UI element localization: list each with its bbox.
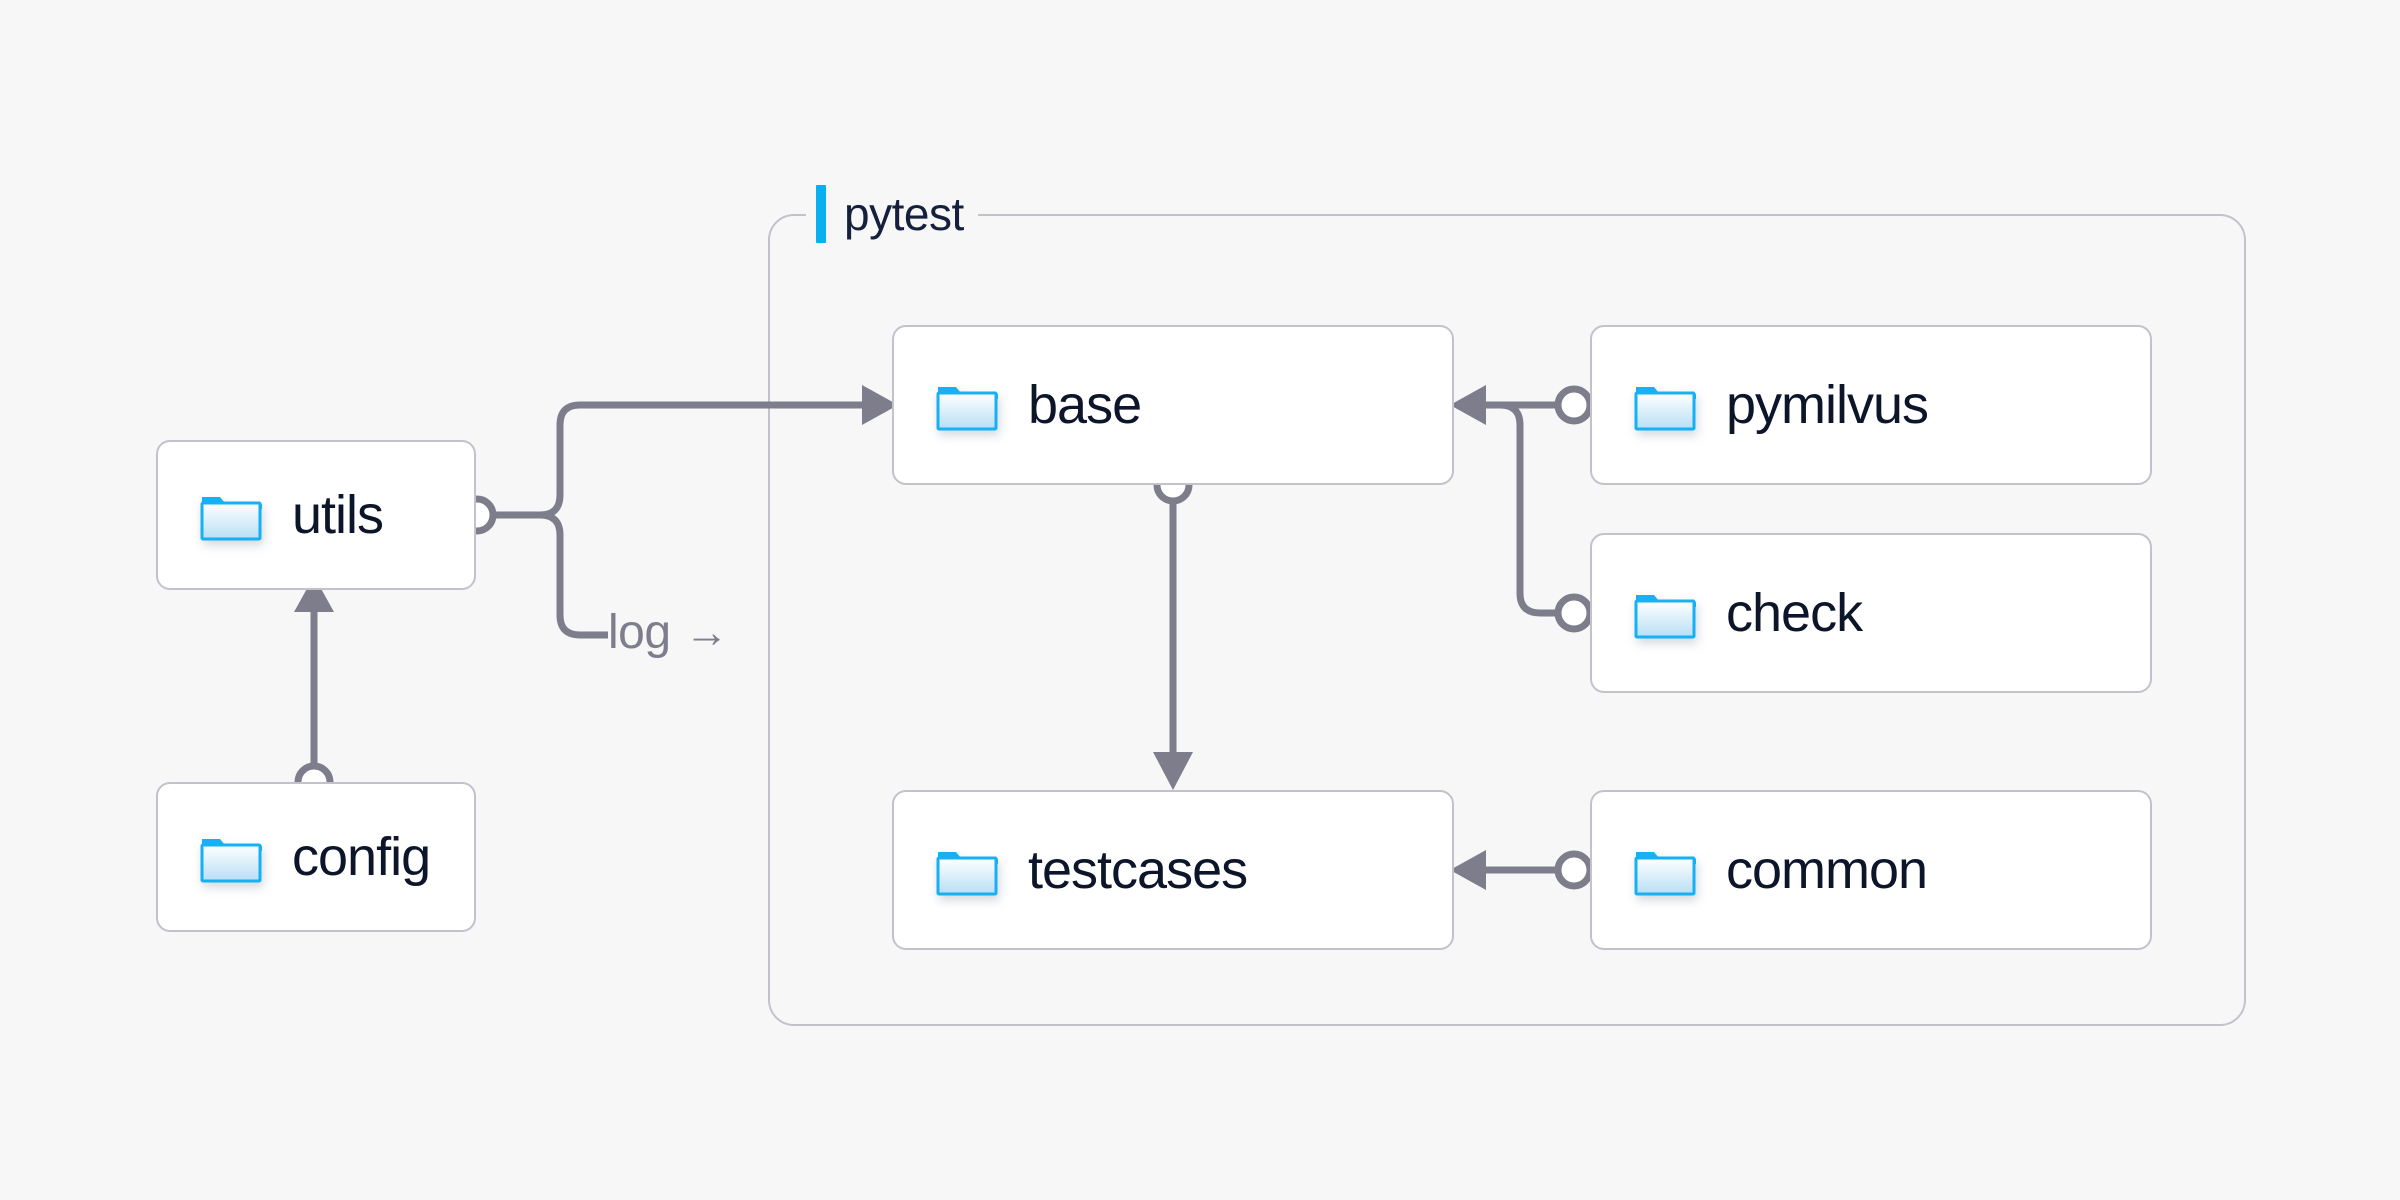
edge-label-log-text: log <box>608 606 671 659</box>
node-config[interactable]: config <box>156 782 476 932</box>
node-label: base <box>1028 375 1142 435</box>
group-accent-bar <box>816 185 826 243</box>
node-check[interactable]: check <box>1590 533 2152 693</box>
node-label: utils <box>292 485 384 545</box>
node-label: check <box>1726 583 1863 643</box>
pytest-group-label: pytest <box>806 182 978 246</box>
folder-icon <box>1634 379 1696 431</box>
node-label: testcases <box>1028 840 1248 900</box>
arrow-right-icon: → <box>684 607 729 657</box>
node-pymilvus[interactable]: pymilvus <box>1590 325 2152 485</box>
folder-icon <box>1634 844 1696 896</box>
pytest-group-container <box>768 214 2246 1026</box>
folder-icon <box>1634 587 1696 639</box>
node-base[interactable]: base <box>892 325 1454 485</box>
node-common[interactable]: common <box>1590 790 2152 950</box>
node-testcases[interactable]: testcases <box>892 790 1454 950</box>
edge-label-log: log → <box>608 605 729 660</box>
wire-utils-to-log <box>539 511 608 639</box>
folder-icon <box>200 489 262 541</box>
node-label: config <box>292 827 431 887</box>
group-label-text: pytest <box>844 188 964 240</box>
folder-icon <box>200 831 262 883</box>
node-label: common <box>1726 840 1928 900</box>
folder-icon <box>936 844 998 896</box>
node-utils[interactable]: utils <box>156 440 476 590</box>
node-label: pymilvus <box>1726 375 1929 435</box>
folder-icon <box>936 379 998 431</box>
